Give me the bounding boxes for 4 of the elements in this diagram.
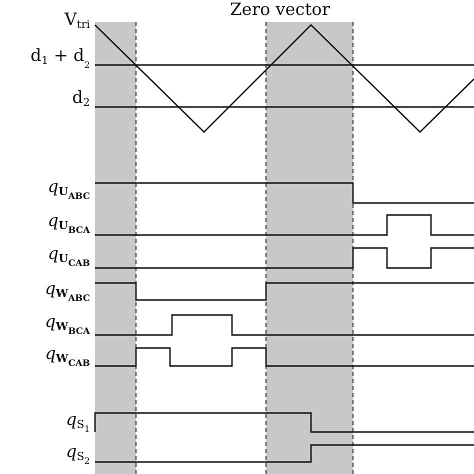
signal-label: d$_{1}$ + d$_{2}$: [30, 47, 90, 73]
signal-label: d$_{2}$: [72, 89, 90, 111]
signal-label: V$_{tri}$: [64, 11, 90, 33]
diagram-title: Zero vector: [230, 0, 330, 20]
